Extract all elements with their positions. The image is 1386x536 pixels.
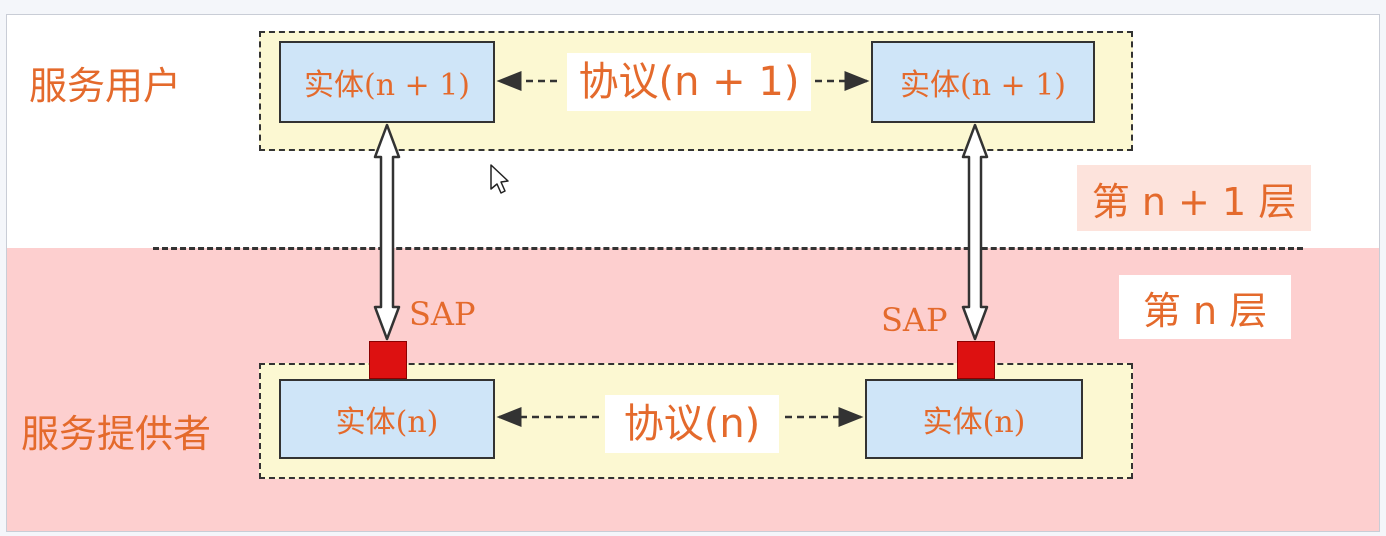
connector-overlay [373,71,989,427]
upper-left-entity: 实体(n + 1) [279,41,495,123]
diagram-frame: 实体(n + 1) 实体(n + 1) 协议(n + 1) 实体(n) 实体(n… [6,14,1380,532]
right-vertical-double-arrow [961,123,989,341]
layer-divider-line [153,247,1303,250]
upper-protocol-label: 协议(n + 1) [567,53,811,111]
right-sap-label: SAP [881,301,948,339]
layer-n-label: 第 n 层 [1119,275,1291,339]
layer-n-plus-1-label: 第 n + 1 层 [1077,165,1311,231]
lower-protocol-label: 协议(n) [605,395,779,453]
upper-right-entity: 实体(n + 1) [871,41,1095,123]
left-vertical-double-arrow [373,123,401,341]
mouse-cursor-icon [490,164,509,194]
left-sap-label: SAP [409,295,476,333]
lower-right-entity: 实体(n) [865,379,1083,459]
lower-left-entity: 实体(n) [279,379,495,459]
service-user-label: 服务用户 [29,64,182,108]
left-sap-point [369,341,407,379]
service-provider-label: 服务提供者 [21,412,212,456]
right-sap-point [957,341,995,379]
